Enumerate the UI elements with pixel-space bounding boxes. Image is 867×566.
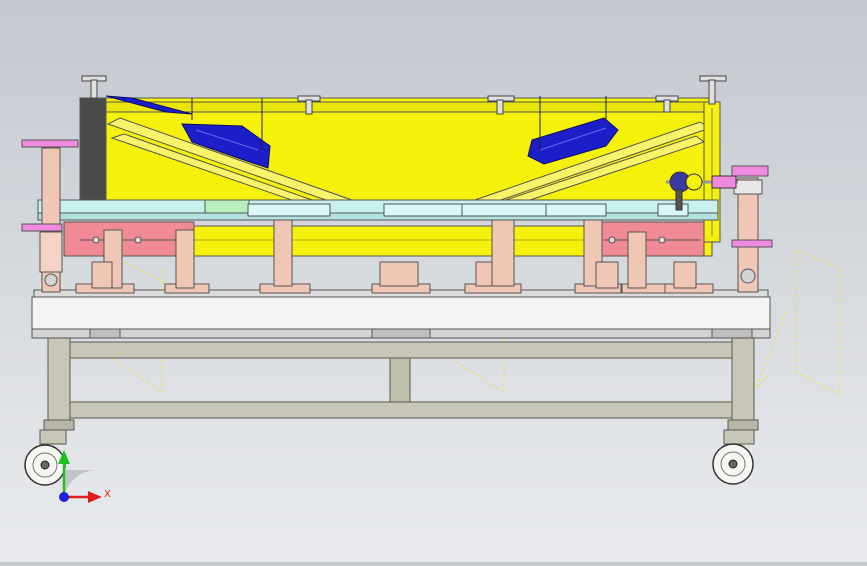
left-post xyxy=(79,97,107,203)
clamp-pad-right xyxy=(527,117,619,165)
clamp-pad-left xyxy=(181,123,271,169)
lower-rail xyxy=(37,212,719,221)
rotary-clamp xyxy=(666,171,738,211)
support-column-4 xyxy=(491,219,515,287)
dashed-plane-right xyxy=(795,249,841,396)
cylinder-cap-left-bottom xyxy=(21,223,63,232)
stand-frame xyxy=(43,335,759,431)
clamp-pads xyxy=(105,95,619,169)
stand-leg-right xyxy=(731,335,755,429)
x-axis-label: X xyxy=(104,489,111,500)
pink-block-left xyxy=(63,221,195,257)
arrow-right-icon xyxy=(88,491,102,503)
dashed-link-left xyxy=(124,261,166,283)
toggle-clamp-4 xyxy=(655,95,679,113)
cylinder-cap-right-bottom xyxy=(731,239,773,248)
cylinder-left xyxy=(21,139,79,293)
toggle-clamp-5 xyxy=(699,75,727,105)
caster-left xyxy=(24,429,67,486)
dashed-plane-left xyxy=(111,268,163,394)
caster-plate-left xyxy=(43,419,75,431)
support-column-7 xyxy=(673,261,697,289)
table-slab xyxy=(31,296,771,332)
caster-plate-right xyxy=(727,419,759,431)
support-column-2 xyxy=(175,229,195,289)
cylinder-cap-right-top xyxy=(731,165,769,177)
toggle-clamp-3 xyxy=(487,95,515,115)
stand-center-post xyxy=(389,357,411,403)
yellow-main-frame xyxy=(79,97,713,203)
caster-right xyxy=(712,429,755,485)
cylinder-cap-left-top xyxy=(21,139,79,148)
arrow-up-icon xyxy=(58,450,70,464)
toggle-clamps xyxy=(81,75,727,150)
locating-blocks xyxy=(63,221,705,257)
pink-block-right xyxy=(597,221,705,257)
z-axis-icon xyxy=(59,492,69,502)
support-columns xyxy=(91,219,697,289)
axis-triad: X xyxy=(58,450,111,503)
stand-upper-beam xyxy=(69,341,733,359)
support-column-6 xyxy=(627,231,647,289)
table-top xyxy=(31,289,771,339)
toggle-clamp-2 xyxy=(297,95,321,115)
stand-lower-beam xyxy=(69,401,733,419)
rails xyxy=(37,199,719,221)
stand-leg-left xyxy=(47,335,71,429)
support-column-3 xyxy=(273,219,293,287)
toggle-clamp-1 xyxy=(81,75,107,99)
cylinder-right xyxy=(731,165,773,293)
